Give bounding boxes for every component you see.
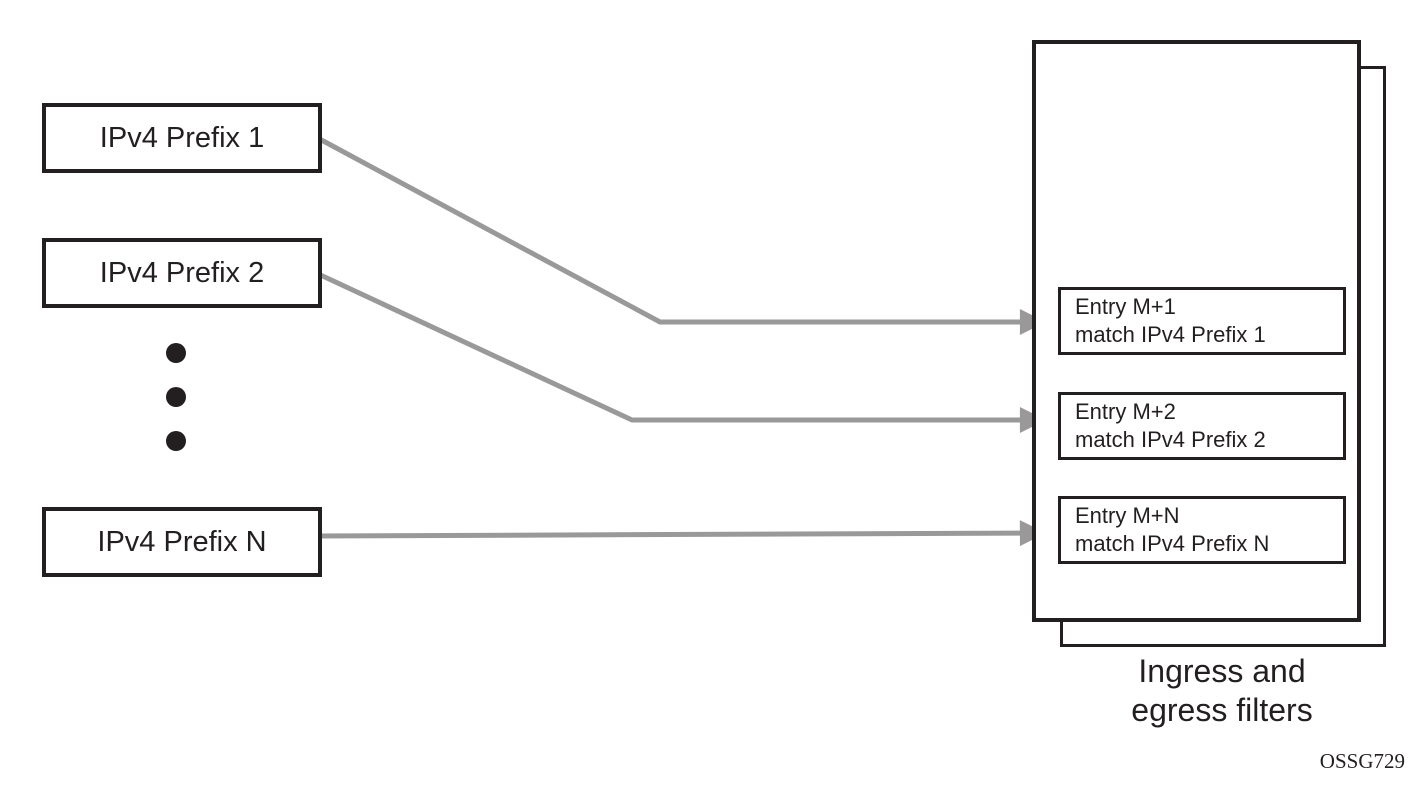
entry-mn-title: Entry M+N: [1075, 503, 1180, 528]
ipv4-prefix-2-label: IPv4 Prefix 2: [99, 256, 265, 289]
ipv4-prefix-n-label: IPv4 Prefix N: [97, 525, 267, 558]
entry-m2-title: Entry M+2: [1075, 399, 1176, 424]
ipv4-prefix-n-box: IPv4 Prefix N: [42, 507, 322, 577]
ipv4-prefix-1-label: IPv4 Prefix 1: [99, 121, 265, 154]
entry-m2-match: match IPv4 Prefix 2: [1075, 427, 1266, 452]
filter-caption-line2: egress filters: [1131, 692, 1313, 728]
filter-caption-line1: Ingress and: [1138, 653, 1306, 689]
entry-m1-match: match IPv4 Prefix 1: [1075, 322, 1266, 347]
figure-id: OSSG729: [1319, 749, 1405, 773]
ellipsis-dot-1: [166, 343, 186, 363]
entry-m1-title: Entry M+1: [1075, 294, 1176, 319]
arrow-prefix2-to-entry: [312, 269, 1046, 433]
entry-mn-match: match IPv4 Prefix N: [1075, 531, 1270, 556]
ipv4-prefix-2-box: IPv4 Prefix 2: [42, 238, 322, 308]
ipv4-prefix-1-box: IPv4 Prefix 1: [42, 103, 322, 173]
filter-caption: Ingress and egress filters: [1047, 652, 1397, 730]
entry-mn-box: Entry M+N match IPv4 Prefix N: [1058, 496, 1346, 564]
ellipsis-dot-2: [166, 387, 186, 407]
arrow-prefix1-to-entry: [312, 133, 1046, 335]
entry-m1-box: Entry M+1 match IPv4 Prefix 1: [1058, 287, 1346, 355]
arrow-prefixN-to-entry: [313, 520, 1046, 547]
ellipsis-dot-3: [166, 431, 186, 451]
entry-m2-box: Entry M+2 match IPv4 Prefix 2: [1058, 392, 1346, 460]
